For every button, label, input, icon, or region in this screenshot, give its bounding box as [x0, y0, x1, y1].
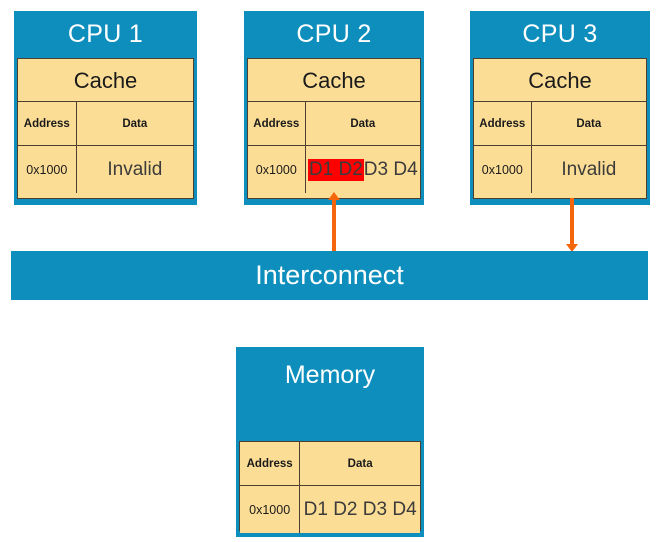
- cpu-2-header-address: Address: [248, 102, 306, 145]
- memory-header-data: Data: [347, 457, 373, 470]
- cpu-2-data-value: D1 D2 D3 D4: [306, 146, 420, 193]
- cpu-3-cache-label: Cache: [474, 59, 646, 102]
- cpu-3-table-row: 0x1000 Invalid: [474, 146, 646, 193]
- connector-cpu3-to-interconnect: [570, 198, 574, 244]
- cpu-2-data-highlighted: D1 D2: [307, 158, 364, 181]
- cpu-3-table-header-row: Address Data: [474, 102, 646, 146]
- cpu-2-header-data: Data: [350, 117, 376, 130]
- memory-table-header-row: Address Data: [240, 442, 420, 486]
- cpu-3-header-address: Address: [474, 102, 532, 145]
- cpu-3-address-value: 0x1000: [474, 146, 532, 193]
- cpu-3-data-value: Invalid: [561, 158, 617, 180]
- memory-title: Memory: [284, 361, 376, 389]
- memory-data-value: D1 D2 D3 D4: [303, 498, 417, 520]
- memory-block: Memory Address Data 0x1000 D1 D2 D3 D4: [236, 347, 424, 537]
- cpu-3-title: CPU 3: [522, 20, 598, 48]
- cpu-1-table-row: 0x1000 Invalid: [18, 146, 193, 193]
- cpu-1-title: CPU 1: [67, 20, 144, 48]
- memory-address-value: 0x1000: [240, 486, 301, 533]
- cpu-2-cache-label: Cache: [248, 59, 420, 102]
- cpu-2-cache-table: Cache Address Data 0x1000 D1 D2 D3 D4: [247, 58, 421, 199]
- arrowhead-down-icon-cpu3: [566, 244, 578, 252]
- cpu-block-1: CPU 1 Cache Address Data 0x1000 Invalid: [14, 11, 197, 205]
- cpu-1-header-address: Address: [18, 102, 77, 145]
- cpu-2-data-remainder: D3 D4: [363, 158, 418, 180]
- connector-cpu2-to-interconnect: [332, 198, 336, 251]
- memory-header-address: Address: [240, 442, 301, 485]
- cpu-1-cache-table: Cache Address Data 0x1000 Invalid: [17, 58, 194, 199]
- memory-table-row: 0x1000 D1 D2 D3 D4: [240, 486, 420, 533]
- arrowhead-up-icon-cpu2: [328, 192, 340, 200]
- cpu-1-address-value: 0x1000: [18, 146, 77, 193]
- cpu-3-cache-table: Cache Address Data 0x1000 Invalid: [473, 58, 647, 199]
- cpu-1-header-data: Data: [122, 117, 148, 130]
- cpu-2-address-value: 0x1000: [248, 146, 306, 193]
- interconnect-label: Interconnect: [255, 260, 404, 290]
- cpu-2-table-row: 0x1000 D1 D2 D3 D4: [248, 146, 420, 193]
- cpu-2-title: CPU 2: [296, 20, 372, 48]
- cpu-block-2: CPU 2 Cache Address Data 0x1000 D1 D2 D3…: [244, 11, 424, 205]
- cpu-2-table-header-row: Address Data: [248, 102, 420, 146]
- interconnect-bar: Interconnect: [11, 251, 648, 300]
- cpu-1-data-value: Invalid: [107, 158, 163, 180]
- cpu-1-cache-label: Cache: [18, 59, 193, 102]
- memory-table: Address Data 0x1000 D1 D2 D3 D4: [239, 441, 421, 533]
- cpu-block-3: CPU 3 Cache Address Data 0x1000 Invalid: [470, 11, 650, 205]
- cpu-1-table-header-row: Address Data: [18, 102, 193, 146]
- cpu-3-header-data: Data: [576, 117, 602, 130]
